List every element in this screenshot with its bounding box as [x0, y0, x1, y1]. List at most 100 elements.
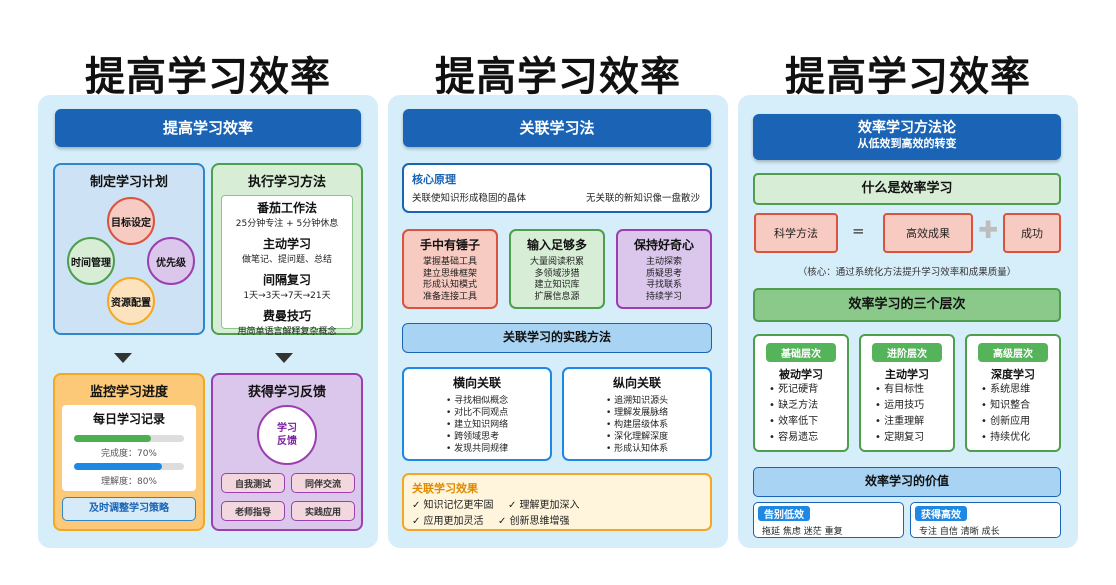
self-test-button[interactable]: 自我测试: [221, 473, 285, 493]
list-item: 容易遗忘: [769, 432, 818, 443]
list-item: 跨领域思考: [446, 432, 499, 442]
what-is-title: 什么是效率学习: [753, 173, 1061, 205]
practice-header: 关联学习的实践方法: [402, 323, 712, 353]
value-box-gain: 获得高效 专注 自信 清晰 成长: [910, 502, 1061, 538]
core-principle-left: 关联使知识形成稳固的晶体: [412, 193, 527, 204]
panel-association-learning: 关联学习法 核心原理 关联使知识形成稳固的晶体 无关联的新知识像一盘散沙 手中有…: [388, 95, 728, 548]
list-item: 多领域涉猎: [534, 268, 580, 279]
panel-improve-efficiency: 提高学习效率 制定学习计划 目标设定 时间管理 优先级 资源配置 执行学习方法 …: [38, 95, 378, 548]
value-text: 专注 自信 清晰 成长: [919, 527, 1000, 537]
understanding-bar: [74, 463, 184, 470]
core-principle-right: 无关联的新知识像一盘散沙: [585, 193, 700, 204]
list-item: 形成认知模式: [422, 280, 477, 290]
input-card-title: 输入足够多: [526, 238, 587, 252]
level-card-basic: 基础层次 被动学习 死记硬背 缺乏方法 效率低下 容易遗忘: [753, 334, 849, 452]
plan-card: 制定学习计划 目标设定 时间管理 优先级 资源配置: [53, 163, 205, 335]
equals-sign: =: [852, 222, 865, 240]
panel3-header-subtitle: 从低效到高效的转变: [857, 137, 957, 150]
monitor-card: 监控学习进度 每日学习记录 完成度：70% 理解度：80% 及时调整学习策略: [53, 373, 205, 531]
effect-item: ✓ 知识记忆更牢固: [412, 500, 494, 511]
panel3-big-title: 提高学习效率: [785, 54, 1031, 100]
list-item: 定期复习: [875, 432, 924, 443]
methods-card-title: 执行学习方法: [247, 175, 326, 190]
understanding-label: 理解度：80%: [100, 477, 157, 487]
value-box-say-goodbye: 告别低效 拖延 焦虑 迷茫 重复: [753, 502, 904, 538]
core-principle-title: 核心原理: [412, 173, 456, 186]
level-name: 被动学习: [779, 368, 823, 381]
list-item: 运用技巧: [875, 400, 924, 411]
list-item: 持续优化: [981, 432, 1030, 443]
method-name: 费曼技巧: [262, 309, 311, 323]
list-item: 建立思维框架: [422, 268, 477, 279]
monitor-card-title: 监控学习进度: [89, 385, 168, 400]
curiosity-card-title: 保持好奇心: [633, 238, 694, 252]
panel1-header: 提高学习效率: [55, 109, 361, 147]
plus-icon: ✚: [978, 216, 999, 244]
level-tag: 高级层次: [978, 343, 1048, 362]
list-item: 注重理解: [875, 416, 924, 427]
list-item: 建立知识网络: [446, 420, 508, 430]
input-card: 输入足够多 大量阅读积累 多领域涉猎 建立知识库 扩展信息源: [509, 229, 605, 309]
vertical-box: 纵向关联 追溯知识源头 理解发展脉络 构建层级体系 深化理解深度 形成认知体系: [562, 367, 712, 461]
methods-card: 执行学习方法 番茄工作法 25分钟专注 + 5分钟休息 主动学习 做笔记、提问题…: [211, 163, 363, 337]
list-item: 对比不同观点: [446, 408, 508, 418]
method-name: 番茄工作法: [256, 201, 317, 215]
formula-success: 成功: [1003, 213, 1061, 253]
horizontal-box: 横向关联 寻找相似概念 对比不同观点 建立知识网络 跨领域思考 发现共同规律: [402, 367, 552, 461]
effects-box: 关联学习效果 ✓ 知识记忆更牢固 ✓ 理解更加深入 ✓ 应用更加灵活 ✓ 创新思…: [402, 473, 712, 531]
panel2-big-title: 提高学习效率: [435, 54, 681, 100]
completion-bar-fill: [74, 435, 151, 442]
effects-title: 关联学习效果: [412, 482, 478, 495]
list-item: 主动探索: [645, 257, 682, 267]
list-item: 寻找联系: [645, 280, 682, 290]
effect-item: ✓ 理解更加深入: [508, 500, 580, 511]
daily-record-title: 每日学习记录: [92, 412, 165, 426]
feedback-card-title: 获得学习反馈: [247, 385, 326, 400]
core-principle-box: 核心原理 关联使知识形成稳固的晶体 无关联的新知识像一盘散沙: [402, 163, 712, 213]
panel1-big-title: 提高学习效率: [85, 54, 331, 100]
formula-result: 高效成果: [883, 213, 973, 253]
teacher-guidance-button[interactable]: 老师指导: [221, 501, 285, 521]
hammer-card-title: 手中有锤子: [419, 238, 480, 252]
understanding-bar-fill: [74, 463, 162, 470]
methods-list: 番茄工作法 25分钟专注 + 5分钟休息 主动学习 做笔记、提问题、总结 间隔复…: [221, 195, 353, 337]
horizontal-title: 横向关联: [452, 376, 501, 390]
feedback-card: 获得学习反馈 学习 反馈 自我测试 同伴交流 老师指导 实践应用: [211, 373, 363, 531]
list-item: 大量阅读积累: [529, 257, 584, 267]
time-management-circle: 时间管理: [67, 237, 115, 285]
completion-bar: [74, 435, 184, 442]
list-item: 形成认知体系: [606, 444, 668, 454]
level-card-high: 高级层次 深度学习 系统思维 知识整合 创新应用 持续优化: [965, 334, 1061, 452]
method-desc: 用简单语言解释复杂概念: [237, 327, 337, 337]
panel3-header: 效率学习方法论 从低效到高效的转变: [753, 114, 1061, 160]
list-item: 知识整合: [981, 400, 1030, 411]
effect-item: ✓ 应用更加灵活: [412, 516, 484, 527]
adjust-strategy-button[interactable]: 及时调整学习策略: [62, 497, 196, 521]
vertical-title: 纵向关联: [612, 376, 661, 390]
panel-efficiency-methodology: 效率学习方法论 从低效到高效的转变 什么是效率学习 科学方法 = 高效成果 ✚ …: [738, 95, 1078, 548]
completion-label: 完成度：70%: [100, 449, 157, 459]
list-item: 深化理解深度: [606, 432, 668, 442]
priority-circle: 优先级: [147, 237, 195, 285]
method-desc: 1天→3天→7天→21天: [243, 291, 331, 301]
daily-record-box: 每日学习记录 完成度：70% 理解度：80%: [62, 405, 196, 491]
formula-method: 科学方法: [754, 213, 838, 253]
list-item: 建立知识库: [534, 280, 580, 290]
resource-allocation-circle: 资源配置: [107, 277, 155, 325]
goal-setting-circle: 目标设定: [107, 197, 155, 245]
peer-exchange-button[interactable]: 同伴交流: [291, 473, 355, 493]
list-item: 准备连接工具: [422, 291, 477, 302]
list-item: 掌握基础工具: [422, 257, 477, 267]
list-item: 死记硬背: [769, 384, 818, 395]
feedback-center-line2: 反馈: [277, 436, 297, 447]
list-item: 效率低下: [769, 416, 818, 427]
hammer-card: 手中有锤子 掌握基础工具 建立思维框架 形成认知模式 准备连接工具: [402, 229, 498, 309]
panel3-header-title: 效率学习方法论: [858, 120, 956, 136]
list-item: 追溯知识源头: [606, 396, 668, 406]
practice-apply-button[interactable]: 实践应用: [291, 501, 355, 521]
method-desc: 25分钟专注 + 5分钟休息: [235, 219, 339, 229]
core-note: （核心：通过系统化方法提升学习效率和成果质量）: [797, 267, 1017, 278]
list-item: 扩展信息源: [534, 291, 580, 302]
level-tag: 进阶层次: [872, 343, 942, 362]
effect-item: ✓ 创新思维增强: [498, 516, 570, 527]
